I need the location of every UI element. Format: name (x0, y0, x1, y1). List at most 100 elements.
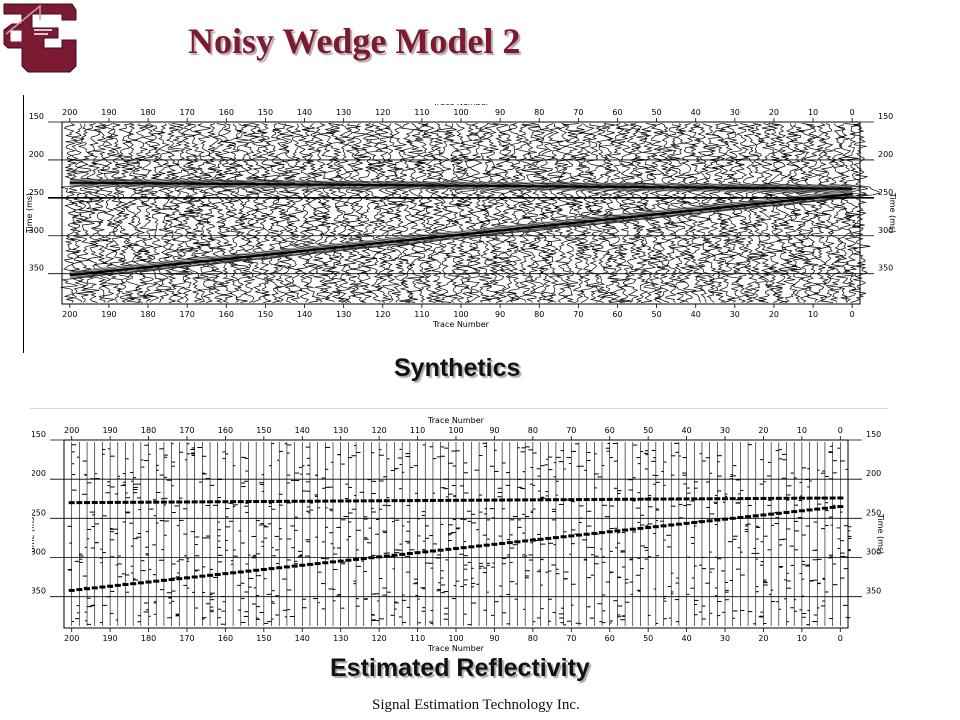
x-tick-label-top: 140 (295, 426, 310, 435)
trace-wiggle (333, 123, 367, 303)
event-spike-1 (537, 537, 544, 541)
event-spike-1 (168, 578, 175, 582)
slide-title: Noisy Wedge Model 2 (188, 21, 521, 61)
event-spike-1 (345, 558, 352, 562)
y-tick-label-left: 350 (32, 587, 46, 596)
event-spike-1 (245, 569, 252, 573)
trace-wiggle (342, 123, 373, 303)
x-tick-label-bottom: 200 (62, 310, 77, 319)
trace-wiggle (302, 123, 341, 303)
trace-wiggle (176, 123, 210, 303)
trace-wiggle (151, 123, 182, 303)
x-tick-label-top: 190 (102, 426, 117, 435)
x-tick-label-bottom: 170 (180, 310, 195, 319)
x-tick-label-top: 60 (605, 426, 615, 435)
trace-wiggle (325, 123, 356, 303)
x-tick-label-top: 20 (758, 426, 768, 435)
trace-wiggle (364, 123, 406, 303)
event-spike-0 (568, 498, 575, 502)
event-spike-1 (84, 587, 91, 591)
y-tick-label-left: 300 (29, 226, 44, 235)
y-tick-label-right: 300 (866, 548, 881, 557)
event-spike-1 (691, 521, 698, 525)
y-tick-label-right: 200 (878, 150, 893, 159)
x-tick-label-bottom: 10 (808, 310, 818, 319)
event-spike-1 (506, 541, 513, 545)
event-spike-0 (775, 496, 782, 500)
event-spike-1 (306, 562, 313, 566)
x-tick-label-top: 150 (256, 426, 271, 435)
trace-wiggle (222, 123, 255, 303)
y-axis-label-right: Time (ms) (876, 513, 885, 554)
event-spike-0 (476, 498, 483, 502)
y-tick-label-left: 200 (32, 469, 46, 478)
event-spike-1 (360, 557, 367, 561)
event-spike-0 (330, 499, 337, 503)
trace-wiggle (840, 123, 869, 303)
x-tick-label-top: 40 (681, 426, 691, 435)
event-spike-0 (337, 499, 344, 503)
event-spike-0 (360, 499, 367, 503)
event-spike-0 (660, 497, 667, 501)
event-spike-1 (253, 568, 260, 572)
x-tick-label-bottom: 160 (219, 310, 234, 319)
event-spike-1 (798, 509, 805, 513)
event-spike-0 (176, 500, 183, 504)
x-tick-label-top: 70 (573, 108, 583, 117)
y-tick-label-left: 150 (29, 112, 44, 121)
event-spike-0 (652, 497, 659, 501)
event-spike-1 (406, 552, 413, 556)
event-spike-1 (599, 531, 606, 535)
event-spike-1 (76, 588, 83, 592)
x-tick-label-top: 180 (141, 426, 156, 435)
event-spike-0 (260, 499, 267, 503)
event-spike-0 (214, 500, 221, 504)
x-tick-label-top: 170 (179, 426, 194, 435)
event-spike-1 (130, 582, 137, 586)
event-spike-0 (837, 496, 844, 500)
trace-wiggle (716, 123, 750, 303)
event-line-1 (69, 192, 853, 277)
event-spike-0 (145, 500, 152, 504)
event-spike-1 (668, 523, 675, 527)
x-tick-label-top: 0 (838, 426, 843, 435)
event-spike-1 (114, 583, 121, 587)
event-spike-1 (391, 553, 398, 557)
reflectivity-caption: Estimated Reflectivity (330, 654, 590, 682)
event-spike-0 (453, 498, 459, 502)
event-spike-0 (183, 500, 190, 504)
x-tick-label-top: 130 (336, 108, 351, 117)
event-spike-0 (122, 500, 129, 504)
event-spike-0 (460, 498, 467, 502)
x-tick-label-bottom: 200 (64, 634, 79, 643)
trace-wiggle (263, 123, 299, 303)
trace-wiggle (742, 123, 776, 303)
event-spike-1 (745, 515, 752, 519)
trace-wiggle (569, 123, 602, 303)
event-spike-0 (560, 498, 567, 502)
event-spike-0 (376, 499, 383, 503)
event-spike-1 (752, 514, 759, 518)
y-tick-label-right: 350 (878, 264, 893, 273)
event-spike-1 (460, 546, 467, 550)
event-spike-0 (814, 496, 821, 500)
event-spike-0 (391, 499, 398, 503)
event-spike-1 (176, 577, 183, 581)
event-spike-0 (314, 499, 321, 503)
event-spike-1 (99, 585, 106, 589)
trace-wiggle (591, 123, 625, 303)
x-tick-label-top: 30 (730, 108, 740, 117)
event-spike-1 (791, 510, 798, 514)
trace-wiggle (490, 123, 524, 303)
event-spike-0 (406, 499, 413, 503)
x-axis-label-bottom: Trace Number (427, 644, 485, 653)
x-tick-label-top: 170 (180, 108, 195, 117)
y-tick-label-right: 300 (878, 226, 893, 235)
y-tick-label-right: 200 (866, 469, 881, 478)
y-tick-label-right: 350 (866, 587, 881, 596)
event-spike-0 (191, 500, 198, 504)
event-spike-0 (437, 498, 444, 502)
event-spike-1 (552, 536, 559, 540)
event-spike-1 (591, 531, 598, 535)
event-spike-1 (637, 526, 644, 530)
